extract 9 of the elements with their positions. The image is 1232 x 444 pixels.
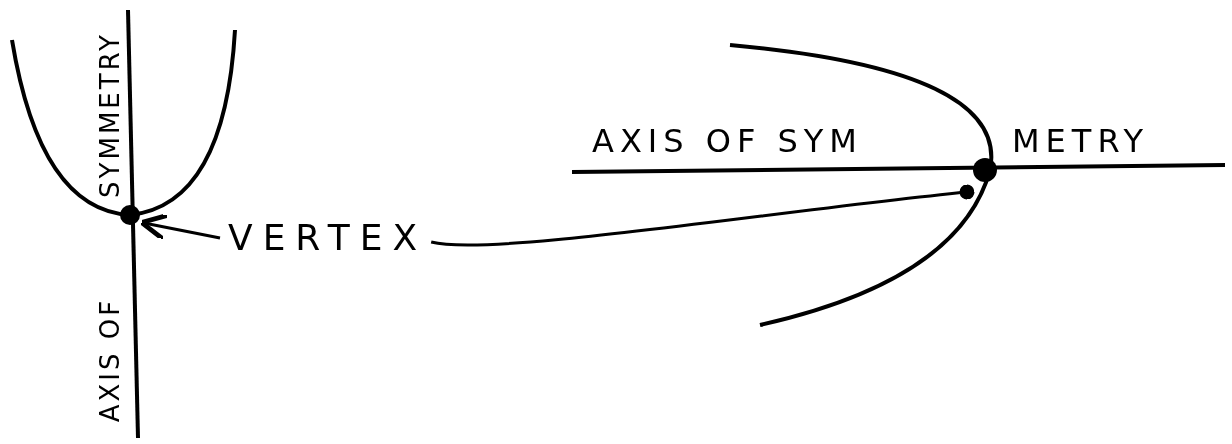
axis-label: AXIS OF [97, 297, 124, 423]
vertex-label: VERTEX [228, 220, 428, 256]
axis-label: AXIS OF SYM [592, 125, 863, 157]
leader-line [430, 184, 975, 247]
vertex-point [120, 205, 140, 225]
arrow [139, 213, 221, 242]
axis-label: METRY [1012, 125, 1150, 157]
axis-label: SYMMETRY [96, 32, 123, 198]
vertex-point [973, 158, 997, 182]
